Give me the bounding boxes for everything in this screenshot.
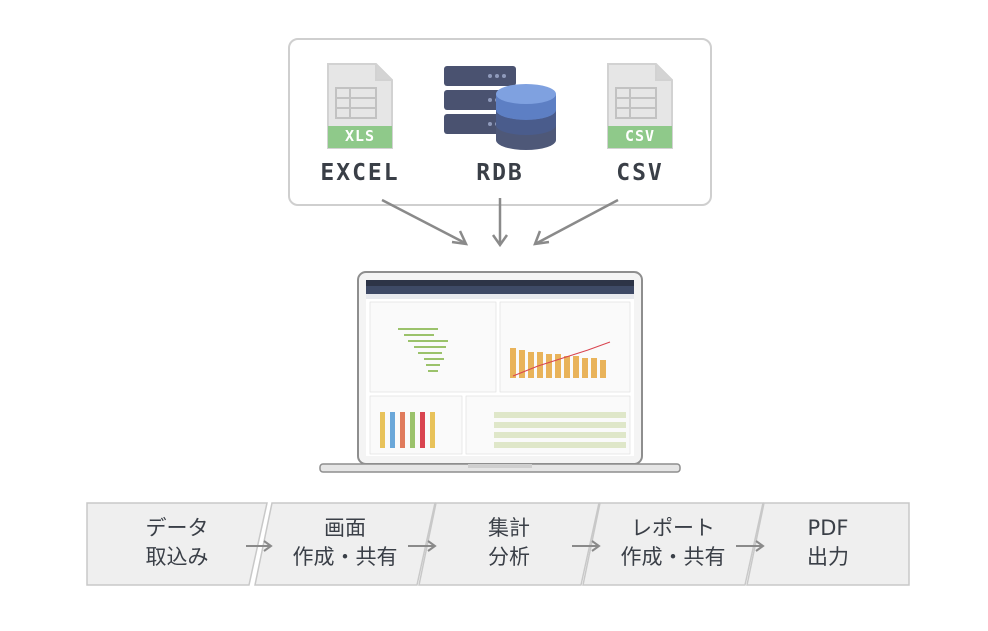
csv-badge-label: CSV bbox=[624, 127, 656, 145]
laptop-dashboard-illustration bbox=[319, 271, 681, 473]
step-label-line1: 集計 bbox=[488, 516, 530, 540]
step-arrows bbox=[246, 540, 765, 552]
excel-file-icon bbox=[327, 63, 393, 149]
flow-arrows bbox=[381, 198, 619, 248]
csv-label: CSV bbox=[616, 160, 664, 186]
step-label-line1: PDF bbox=[807, 516, 849, 540]
step-report-creation: レポート作成・共有 bbox=[582, 502, 764, 586]
step-label-line1: データ bbox=[145, 516, 209, 540]
step-label-line2: 作成・共有 bbox=[620, 545, 726, 569]
step-aggregation-analysis: 集計分析 bbox=[418, 502, 600, 586]
csv-file-icon bbox=[607, 63, 673, 149]
step-label-line1: 画面 bbox=[324, 516, 366, 540]
rdb-label: RDB bbox=[476, 160, 524, 186]
database-server-icon bbox=[444, 66, 556, 150]
xls-badge-label: XLS bbox=[344, 127, 376, 145]
step-label-line2: 作成・共有 bbox=[292, 545, 398, 569]
step-pdf-output: PDF 出力 bbox=[746, 502, 910, 586]
step-label-line2: 取込み bbox=[145, 545, 209, 569]
excel-label: EXCEL bbox=[320, 160, 400, 186]
step-label-line1: レポート bbox=[631, 516, 715, 540]
step-label-line2: 出力 bbox=[807, 545, 849, 569]
step-data-import: データ取込み bbox=[86, 502, 268, 586]
step-screen-creation: 画面作成・共有 bbox=[254, 502, 436, 586]
step-label-line2: 分析 bbox=[488, 545, 530, 569]
